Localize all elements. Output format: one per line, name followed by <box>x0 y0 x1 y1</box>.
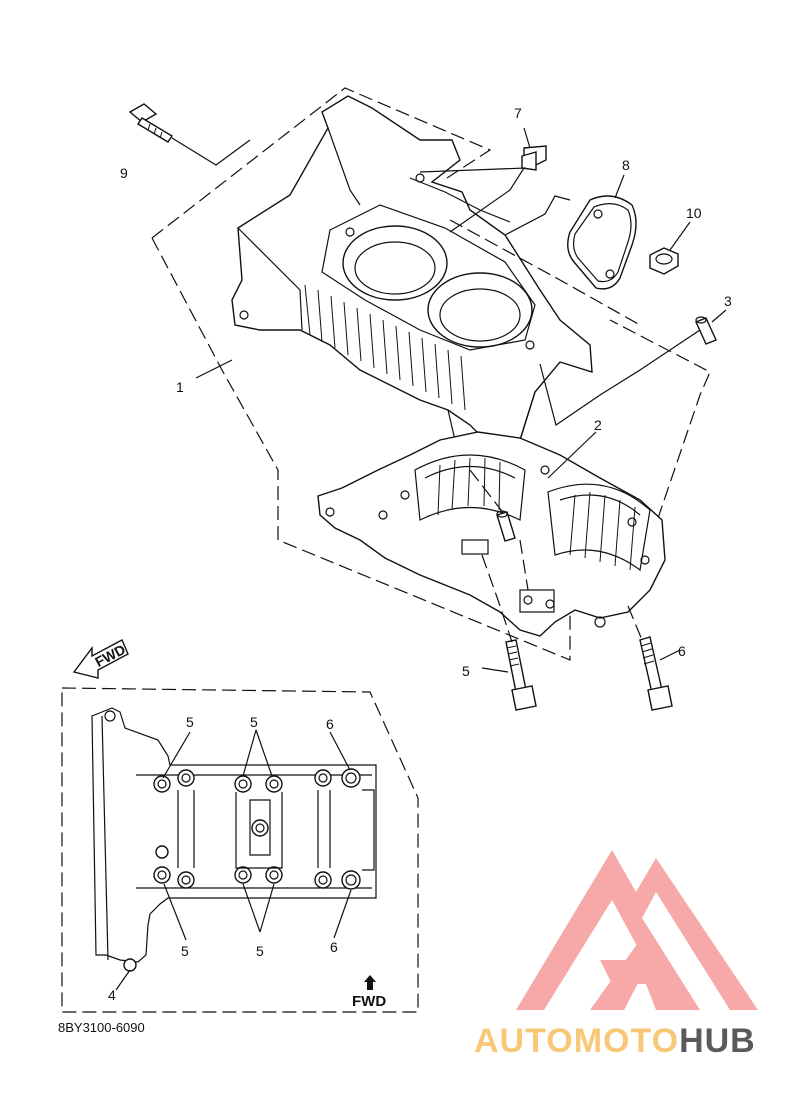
fwd-label: FWD <box>352 993 386 1010</box>
assembly-boundary <box>151 87 711 661</box>
callout-5: 5 <box>462 663 470 679</box>
upper-crankcase <box>231 95 593 453</box>
fitting-7 <box>521 145 547 171</box>
fwd-up-arrow-icon <box>364 975 376 990</box>
callout-2: 2 <box>594 417 602 433</box>
bolt-5 <box>505 639 537 711</box>
callout-7: 7 <box>514 105 522 121</box>
dowel-pin-3 <box>695 316 717 345</box>
inset-callout-6-bottom: 6 <box>330 939 338 955</box>
bolt-6 <box>639 636 673 711</box>
callout-1: 1 <box>176 379 184 395</box>
fwd-arrow-badge: FWD <box>72 639 129 679</box>
inset-callout-5-top-left: 5 <box>186 714 194 730</box>
lower-crankcase <box>317 431 666 637</box>
callout-8: 8 <box>622 157 630 173</box>
automotohub-watermark: AUTOMOTOHUB <box>474 850 758 1060</box>
callout-9: 9 <box>120 165 128 181</box>
callout-10: 10 <box>686 205 702 221</box>
bolt-9 <box>128 103 173 143</box>
callout-4: 4 <box>108 987 116 1003</box>
part-code: 8BY3100-6090 <box>58 1020 145 1035</box>
nut-10 <box>649 247 679 275</box>
inset-callout-5-bottom-mid: 5 <box>256 943 264 959</box>
inset-callout-5-top-mid: 5 <box>250 714 258 730</box>
bolt-tightening-inset <box>61 687 419 1013</box>
watermark-text-part1: AUTOMOTO <box>474 1022 679 1060</box>
cover-plate-8 <box>567 195 637 290</box>
inset-callout-6-top: 6 <box>326 716 334 732</box>
inset-bolt-holes <box>123 768 361 972</box>
inset-callout-5-bottom-left: 5 <box>181 943 189 959</box>
leader-lines <box>171 127 727 673</box>
watermark-text-part2: HUB <box>679 1022 756 1060</box>
fwd-arrow-label: FWD <box>92 641 128 670</box>
watermark-logo-icon <box>516 850 758 1010</box>
callout-3: 3 <box>724 293 732 309</box>
callout-6: 6 <box>678 643 686 659</box>
watermark-text: AUTOMOTOHUB <box>474 1022 756 1060</box>
